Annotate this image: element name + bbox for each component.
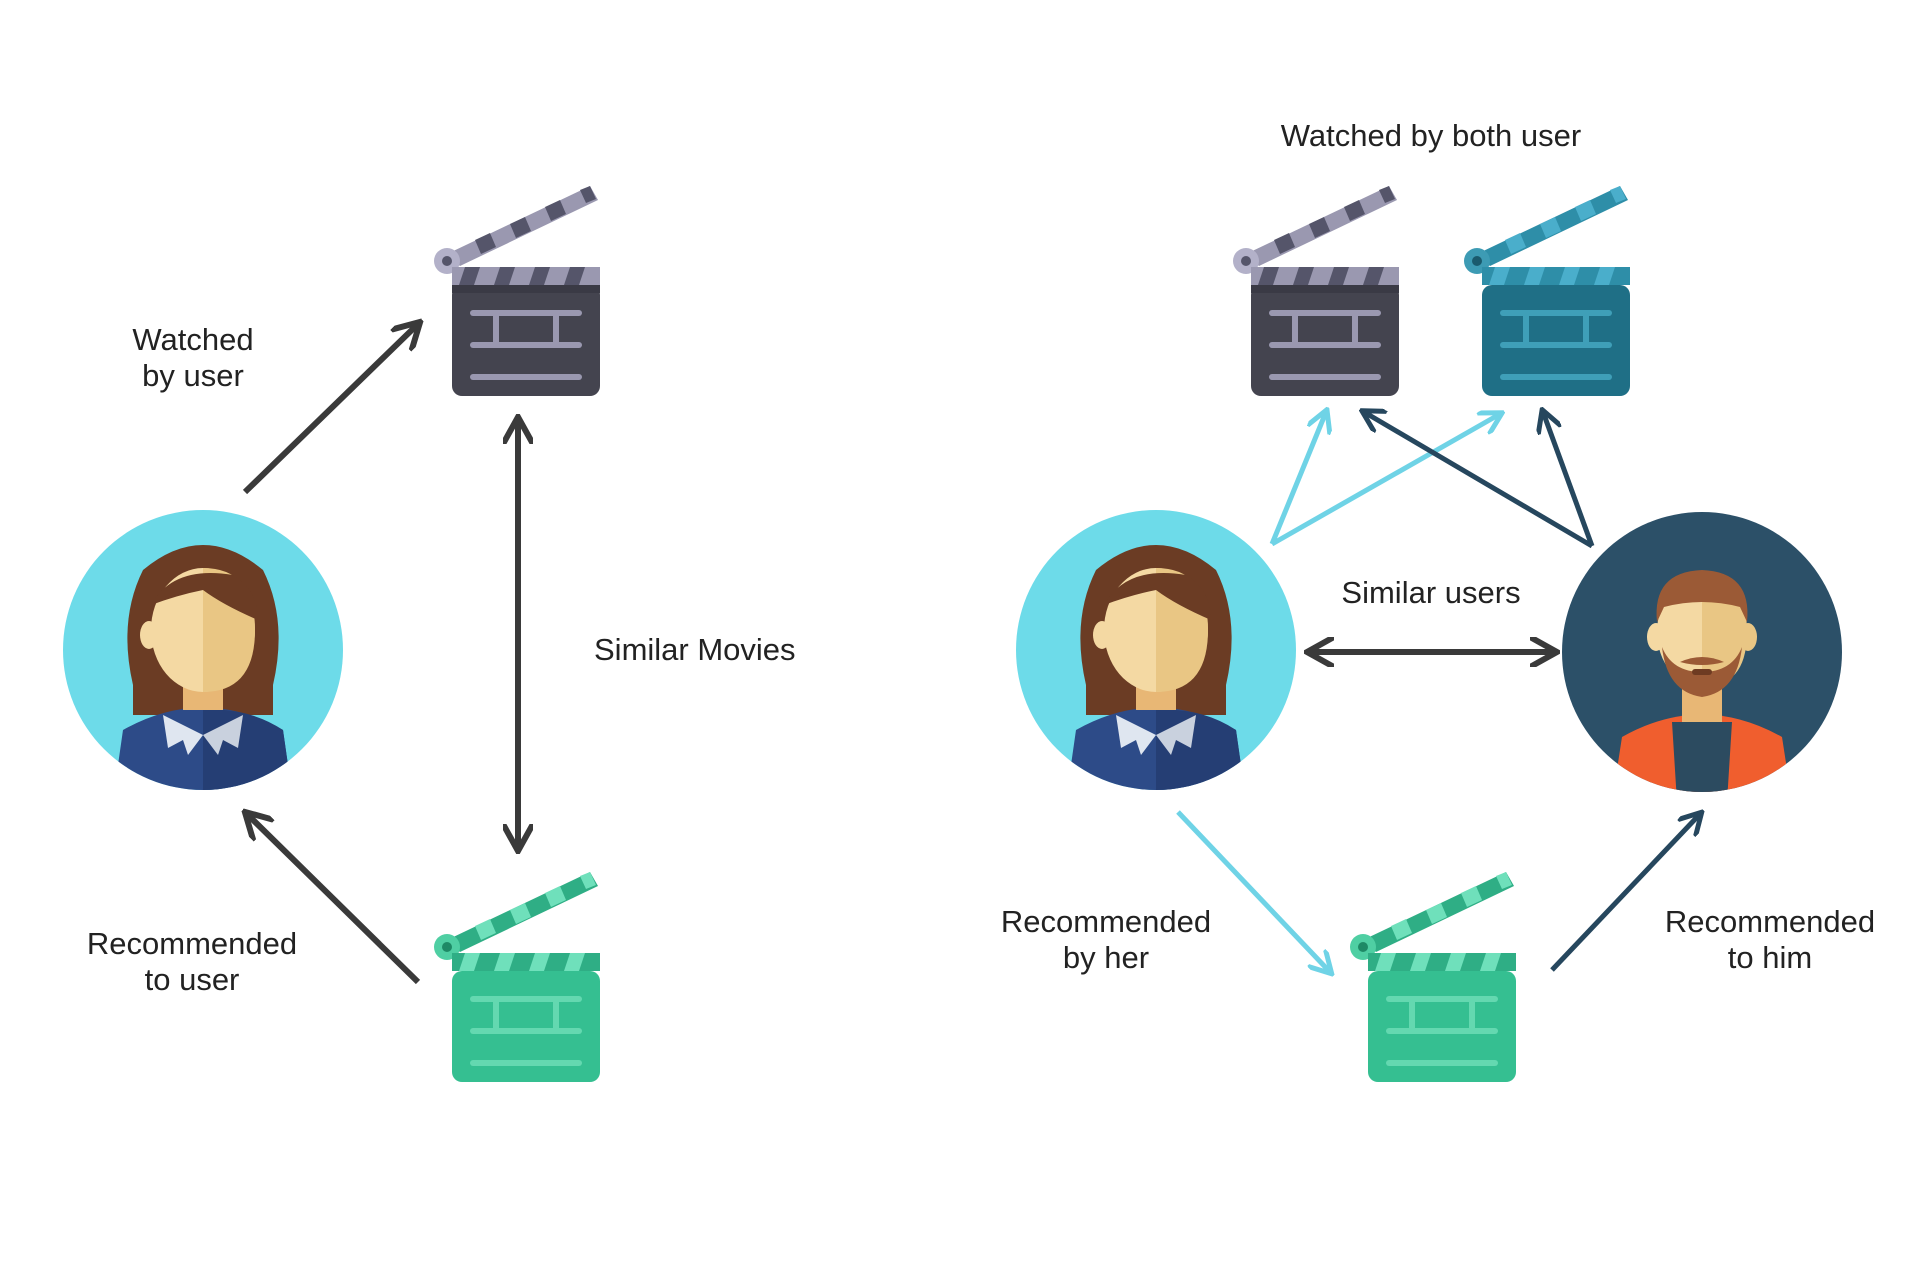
watched-arrow — [242, 324, 418, 495]
label-line: by her — [1062, 940, 1150, 975]
woman-avatar-icon — [63, 510, 343, 800]
woman-avatar-icon — [1016, 510, 1296, 800]
label-line: Recommended — [1000, 904, 1212, 939]
label-recommended-to-him: Recommended to him — [1648, 904, 1892, 976]
label-line: to user — [144, 962, 240, 997]
recommended-by-her-arrow — [1176, 810, 1330, 972]
clapperboard-icon — [434, 186, 600, 396]
label-watched-by-user: Watched by user — [112, 322, 274, 394]
his-watched-arrow — [1364, 412, 1594, 549]
clapperboard-icon — [434, 872, 600, 1082]
clapperboard-icon — [1350, 872, 1516, 1082]
label-watched-by-both: Watched by both user — [1264, 118, 1598, 154]
label-line: Similar users — [1341, 575, 1521, 610]
his-watched-arrow — [1543, 412, 1595, 547]
recommended-arrow — [247, 814, 421, 985]
her-watched-arrow — [1269, 412, 1326, 545]
recommended-to-him-arrow — [1550, 814, 1700, 972]
label-similar-movies: Similar Movies — [594, 632, 796, 668]
label-line: Recommended — [1664, 904, 1876, 939]
clapperboard-icon — [1464, 186, 1630, 396]
label-line: Watched by both user — [1280, 118, 1582, 153]
label-recommended-to-user: Recommended to user — [70, 926, 314, 998]
label-similar-users: Similar users — [1326, 575, 1536, 611]
her-watched-arrow — [1270, 414, 1500, 547]
label-line: by user — [142, 358, 244, 393]
label-line: Watched — [132, 322, 254, 357]
man-avatar-icon — [1562, 512, 1842, 802]
label-line: to him — [1727, 940, 1813, 975]
label-line: Recommended — [86, 926, 298, 961]
label-line: Similar Movies — [594, 632, 796, 667]
clapperboard-icon — [1233, 186, 1399, 396]
label-recommended-by-her: Recommended by her — [984, 904, 1228, 976]
